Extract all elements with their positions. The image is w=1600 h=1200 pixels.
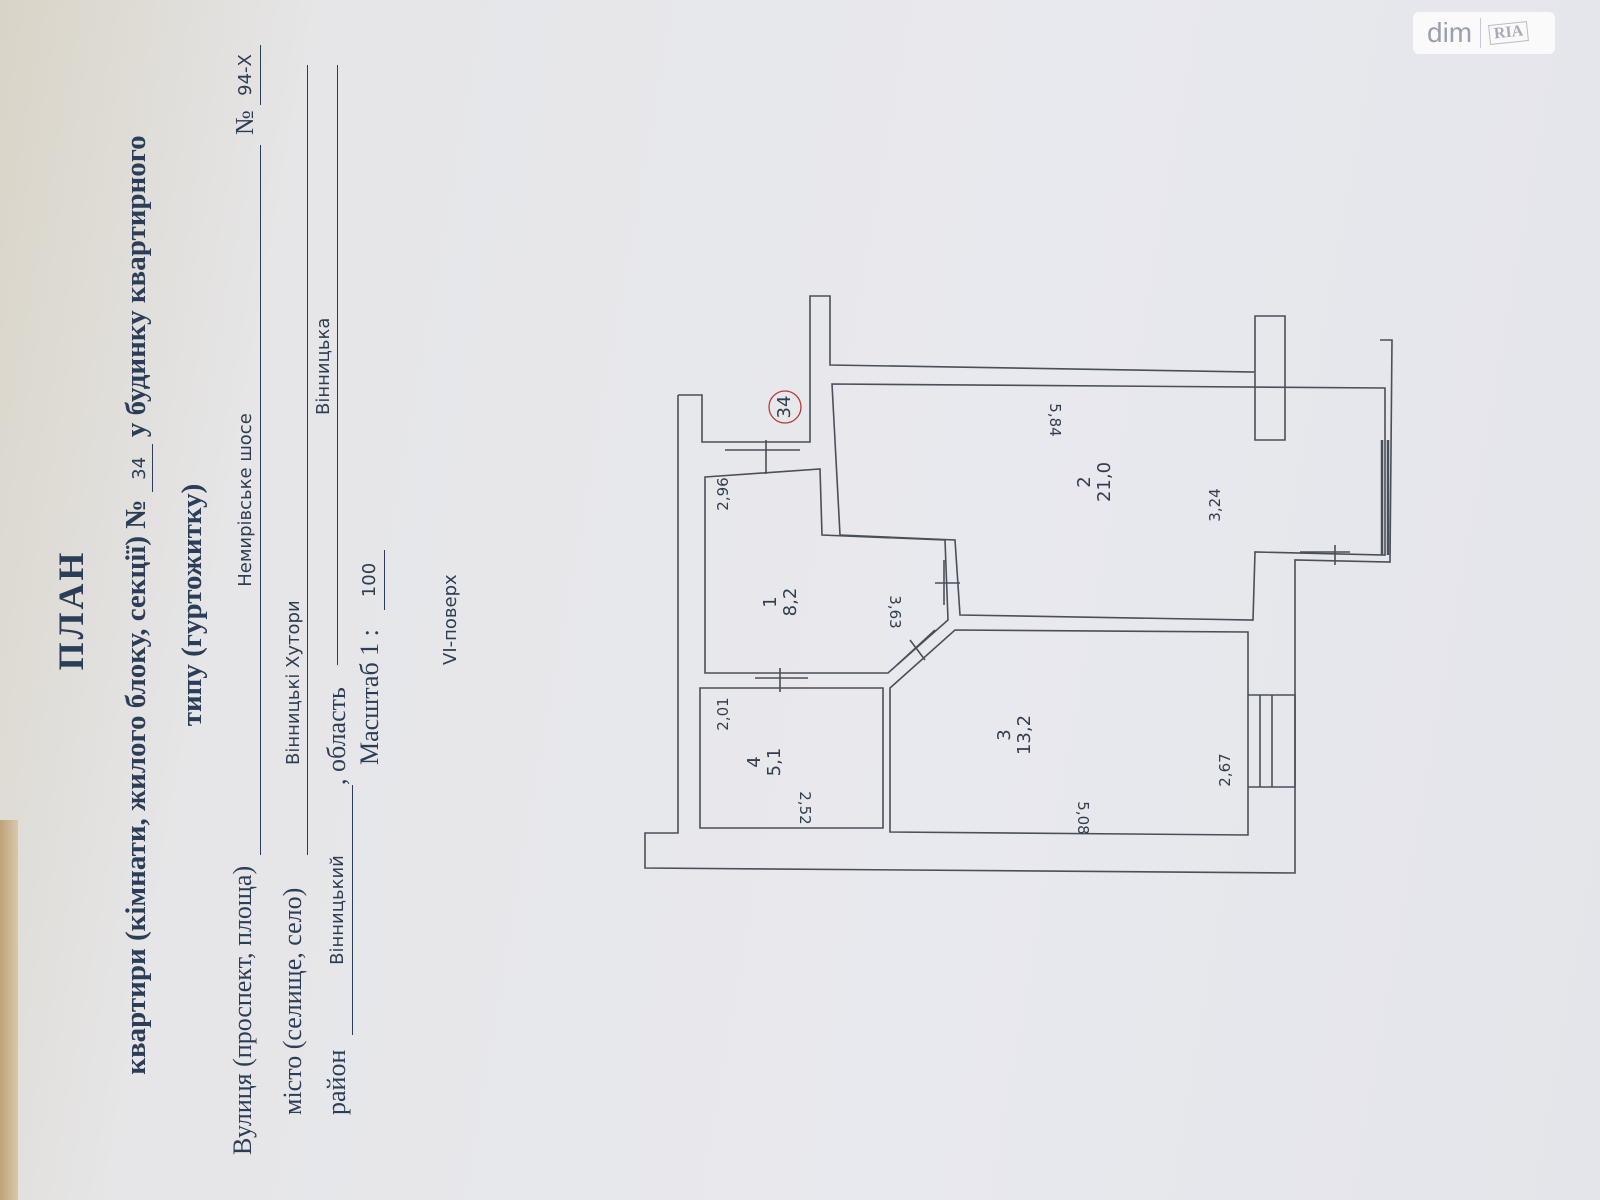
balcony-door-mark	[1300, 545, 1350, 565]
hall-room	[704, 468, 949, 674]
dim-bedroom-width: 2,67	[1216, 753, 1234, 786]
dim-hall-length: 3,63	[886, 595, 904, 628]
room-1-number: 1	[760, 596, 781, 607]
dim-bedroom-length: 5,08	[1074, 801, 1092, 834]
dim-living-width: 3,24	[1206, 488, 1224, 521]
bathroom-door-mark	[755, 668, 808, 692]
apartment-marker-circle	[768, 390, 802, 424]
bathroom-room	[699, 687, 884, 829]
room-3-area: 13,2	[1014, 715, 1035, 755]
wall-outlines	[644, 295, 1393, 874]
dimension-labels: 2,96 3,63 5,84 3,24 2,01 2,52 2,67 5,08	[714, 403, 1234, 834]
outer-wall-top	[678, 295, 1286, 443]
dim-bath-length: 2,52	[796, 791, 814, 824]
desk-edge	[0, 820, 18, 1200]
dim-living-length: 5,84	[1046, 403, 1064, 436]
apartment-marker: 34	[774, 396, 795, 419]
room-4-area: 5,1	[764, 748, 785, 777]
bedroom-room	[889, 629, 1249, 836]
room-1-label: 1	[760, 596, 781, 607]
watermark-text: dim	[1427, 17, 1473, 48]
room-labels: 1 8,2 2 21,0 3 13,2 4 5,1	[744, 462, 1115, 776]
dim-hall-width: 2,96	[714, 477, 732, 510]
room-3-number: 3	[994, 729, 1015, 740]
window-lines	[1259, 695, 1273, 787]
bedroom-door-mark	[896, 629, 936, 666]
dim-ria-watermark: dim RIA	[1413, 12, 1555, 54]
room-1-area: 8,2	[780, 588, 801, 617]
dim-bath-width: 2,01	[714, 697, 732, 730]
living-door-mark	[935, 560, 960, 605]
room-2-area: 21,0	[1094, 462, 1115, 502]
watermark-divider	[1480, 18, 1482, 48]
watermark-badge: RIA	[1488, 20, 1530, 46]
living-room	[831, 383, 1386, 621]
outer-wall-bottom	[644, 339, 1393, 874]
balcony-window	[1380, 440, 1390, 555]
room-2-number: 2	[1074, 476, 1095, 487]
room-4-number: 4	[744, 756, 765, 767]
entrance-door-mark	[725, 440, 800, 474]
